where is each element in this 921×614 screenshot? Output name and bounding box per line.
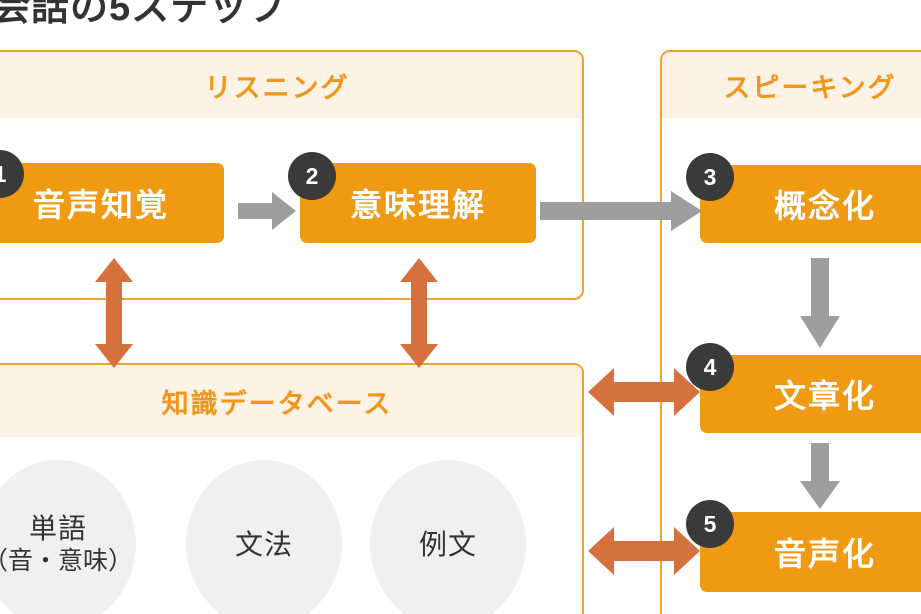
arrow-right-icon-step2-step3 [540, 191, 702, 231]
arrow-right-icon-step1-step2 [238, 192, 296, 230]
step-box-1-label: 音声知覚 [32, 187, 169, 223]
knowledge-circle-examples: 例文 [370, 460, 526, 614]
step-box-3: 概念化 [700, 165, 921, 243]
step-box-5-label: 音声化 [773, 536, 876, 572]
step-box-4-label: 文章化 [773, 378, 876, 414]
step-box-2: 意味理解 [300, 163, 536, 243]
arrow-bidirectional-vertical-icon-knowledge-step1 [95, 258, 133, 368]
knowledge-circle-label: 例文 [418, 528, 477, 560]
step-box-4: 文章化 [700, 355, 921, 433]
panel-listening-label: リスニング [204, 72, 350, 103]
arrow-bidirectional-horizontal-icon-knowledge-step4 [588, 368, 700, 416]
arrow-down-icon-step3-step4 [800, 258, 840, 348]
knowledge-circle-label: 文法 [234, 528, 293, 560]
step-badge-4-number: 4 [703, 353, 717, 380]
panel-knowledge-header: 知識データベース [0, 365, 582, 437]
knowledge-circle-sublabel: （音・意味） [0, 546, 133, 575]
step-box-2-label: 意味理解 [349, 187, 486, 223]
step-box-1: 音声知覚 [0, 163, 224, 243]
knowledge-circle-vocabulary: 単語 （音・意味） [0, 460, 136, 614]
step-badge-5-number: 5 [703, 510, 717, 537]
panel-speaking-header: スピーキング [662, 52, 921, 118]
step-badge-3-number: 3 [703, 163, 717, 190]
panel-listening-header: リスニング [0, 52, 582, 118]
knowledge-circle-label: 単語 [28, 512, 87, 544]
step-box-5: 音声化 [700, 512, 921, 592]
arrow-down-icon-step4-step5 [800, 443, 840, 509]
arrow-bidirectional-vertical-icon-knowledge-step2 [400, 258, 438, 368]
step-badge-3: 3 [686, 153, 734, 201]
step-badge-5: 5 [686, 500, 734, 548]
step-badge-2: 2 [288, 152, 336, 200]
arrow-bidirectional-horizontal-icon-knowledge-step5 [588, 527, 700, 575]
step-badge-1-number: 1 [0, 161, 6, 188]
panel-knowledge-label: 知識データベース [161, 388, 393, 419]
step-badge-4: 4 [686, 343, 734, 391]
knowledge-circle-grammar: 文法 [186, 460, 342, 614]
panel-speaking-label: スピーキング [723, 72, 897, 103]
step-badge-2-number: 2 [305, 162, 319, 189]
page-title: 会話の5ステップ [0, 0, 288, 29]
step-box-3-label: 概念化 [773, 188, 876, 224]
